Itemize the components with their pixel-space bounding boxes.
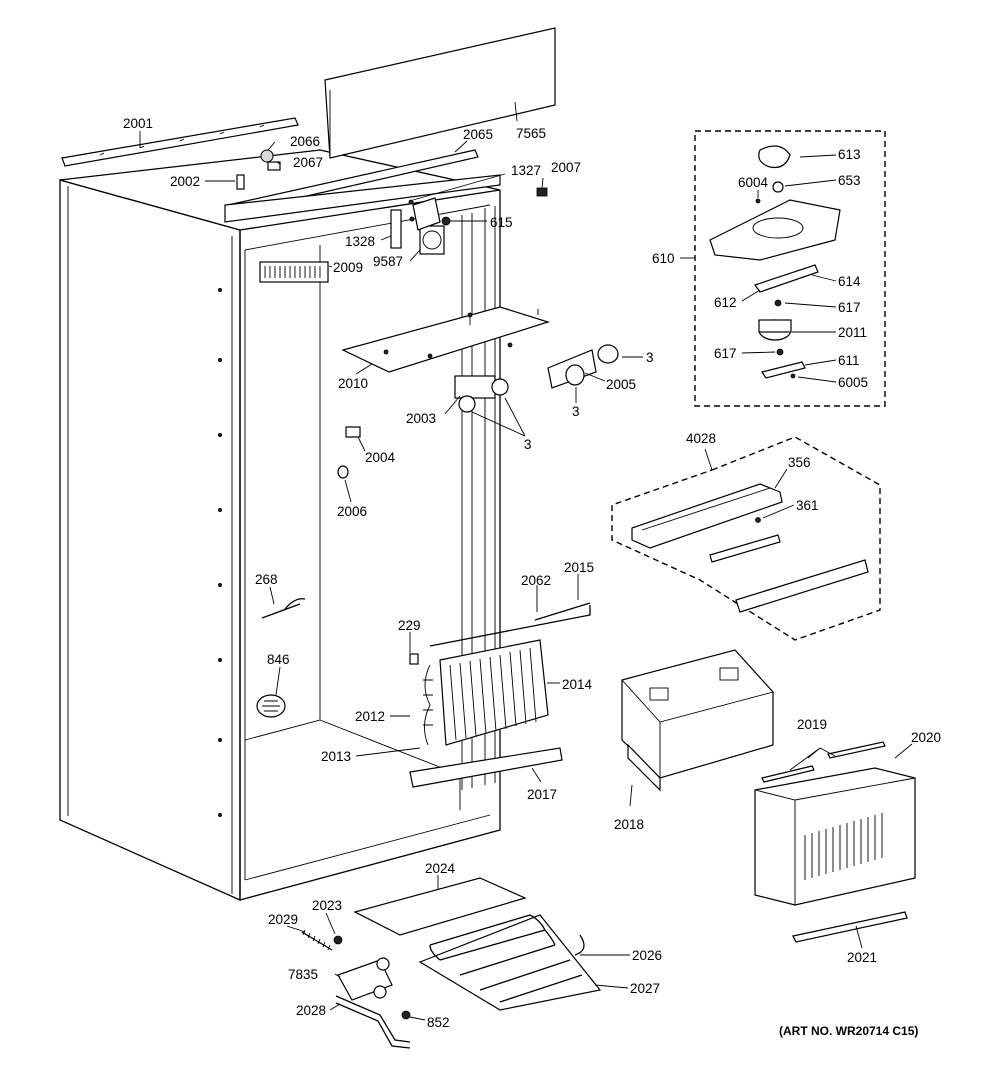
label-7565: 7565 (516, 126, 546, 141)
label-611: 611 (838, 353, 860, 368)
top-parts (61, 27, 556, 255)
label-2011: 2011 (838, 325, 867, 340)
label-3b: 3 (572, 404, 580, 419)
machine-parts (621, 649, 916, 943)
dashed-box-610 (694, 130, 886, 407)
leader-lines (139, 101, 913, 1021)
label-2005: 2005 (606, 377, 636, 392)
label-2021: 2021 (847, 950, 877, 965)
label-2024: 2024 (425, 861, 456, 876)
part-labels: 2001 2066 2067 2065 7565 2002 1327 2007 … (123, 116, 941, 1038)
label-2029: 2029 (268, 912, 298, 927)
label-2001: 2001 (123, 116, 153, 131)
label-2027: 2027 (630, 981, 660, 996)
label-2020: 2020 (911, 730, 941, 745)
control-assembly-4028 (611, 436, 881, 641)
label-617a: 617 (838, 300, 861, 315)
label-2023: 2023 (312, 898, 342, 913)
label-6004: 6004 (738, 175, 769, 190)
middle-parts (256, 306, 619, 718)
label-2003: 2003 (406, 411, 436, 426)
label-2009: 2009 (333, 260, 363, 275)
label-2026: 2026 (632, 948, 662, 963)
label-615: 615 (490, 215, 513, 230)
label-2004: 2004 (365, 450, 396, 465)
label-3a: 3 (646, 350, 654, 365)
label-2006: 2006 (337, 504, 367, 519)
label-2018: 2018 (614, 817, 644, 832)
fan-assembly-610 (694, 130, 886, 407)
label-7835: 7835 (288, 967, 318, 982)
label-617b: 617 (714, 346, 737, 361)
label-1327: 1327 (511, 163, 541, 178)
label-2019: 2019 (797, 717, 827, 732)
label-2062: 2062 (521, 573, 551, 588)
cabinet (59, 149, 501, 902)
label-613: 613 (838, 147, 861, 162)
label-653: 653 (838, 173, 861, 188)
label-361: 361 (796, 498, 819, 513)
label-268: 268 (255, 572, 278, 587)
label-4028: 4028 (686, 431, 716, 446)
label-612: 612 (714, 295, 737, 310)
label-2065: 2065 (463, 127, 493, 142)
label-229: 229 (398, 618, 421, 633)
label-2007: 2007 (551, 160, 581, 175)
label-2002: 2002 (170, 174, 200, 189)
label-2014: 2014 (562, 677, 593, 692)
label-2067: 2067 (293, 155, 323, 170)
label-3c: 3 (524, 437, 532, 452)
label-2066: 2066 (290, 134, 320, 149)
label-356: 356 (788, 455, 811, 470)
label-2012: 2012 (355, 709, 385, 724)
label-2028: 2028 (296, 1003, 326, 1018)
label-610: 610 (652, 251, 675, 266)
label-1328: 1328 (345, 234, 375, 249)
evaporator (409, 602, 591, 788)
label-852: 852 (427, 1015, 450, 1030)
label-2015: 2015 (564, 560, 594, 575)
label-6005: 6005 (838, 375, 868, 390)
label-2013: 2013 (321, 749, 351, 764)
label-9587: 9587 (373, 254, 403, 269)
label-2010: 2010 (338, 376, 368, 391)
label-614: 614 (838, 274, 861, 289)
art-number: (ART NO. WR20714 C15) (779, 1024, 918, 1038)
label-846: 846 (267, 652, 290, 667)
label-2017: 2017 (527, 787, 557, 802)
bottom-parts (301, 877, 602, 1049)
